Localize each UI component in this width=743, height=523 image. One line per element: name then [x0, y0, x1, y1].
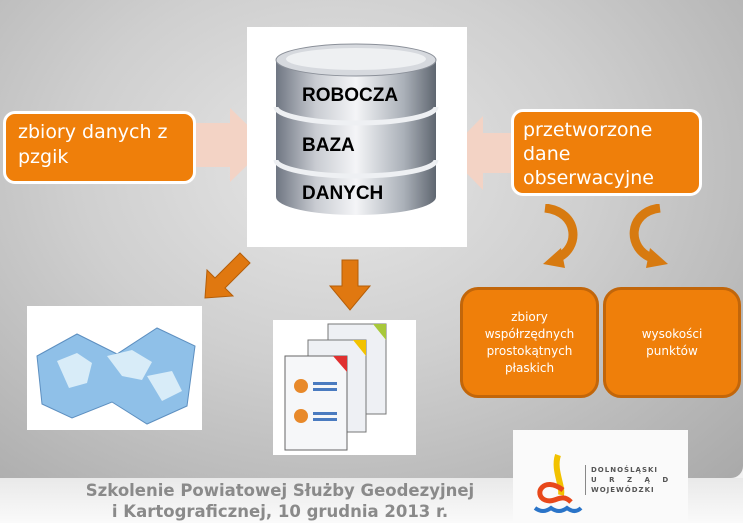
arrow-down-icon [328, 259, 372, 311]
database-label-2: BAZA [302, 135, 355, 156]
footer-text: Szkolenie Powiatowej Służby Geodezyjnej … [40, 480, 520, 522]
logo-text-1: DOLNOŚLĄSKI [591, 466, 659, 474]
logo-text-2: U R Z Ą D [591, 476, 674, 484]
footer-line-2: i Kartograficznej, 10 grudnia 2013 r. [111, 502, 449, 521]
logo-divider [585, 465, 586, 495]
curved-arrow-right-icon [629, 204, 668, 268]
documents-icon [284, 323, 387, 451]
database-label-1: ROBOCZA [302, 85, 399, 106]
map-image [27, 306, 202, 430]
database-label-3: DANYCH [302, 183, 384, 204]
arrow-down-left-icon [204, 252, 251, 299]
documents-image [273, 320, 416, 455]
source-box-label: zbiory danych z pzgik [18, 121, 168, 168]
database-icon [273, 43, 439, 215]
footer-line-1: Szkolenie Powiatowej Służby Geodezyjnej [85, 481, 475, 500]
source-box-pzgik: zbiory danych z pzgik [3, 111, 196, 184]
source-box-observations: przetworzone dane obserwacyjne [511, 109, 702, 196]
result-box-label: zbiory współrzędnych prostokątnych płask… [484, 309, 575, 375]
result-box-label: wysokości punktów [641, 326, 703, 358]
logo-emblem-icon [533, 454, 583, 513]
result-box-coordinates: zbiory współrzędnych prostokątnych płask… [460, 287, 599, 398]
source-box-label: przetworzone dane obserwacyjne [523, 119, 654, 189]
logo-duw: DOLNOŚLĄSKI U R Z Ą D WOJEWÓDZKI [513, 430, 688, 523]
logo-text-3: WOJEWÓDZKI [591, 486, 655, 494]
database-image: ROBOCZA BAZA DANYCH [247, 27, 467, 247]
world-map-icon [36, 327, 196, 425]
curved-arrow-left-icon [543, 204, 578, 268]
result-box-heights: wysokości punktów [603, 287, 741, 398]
